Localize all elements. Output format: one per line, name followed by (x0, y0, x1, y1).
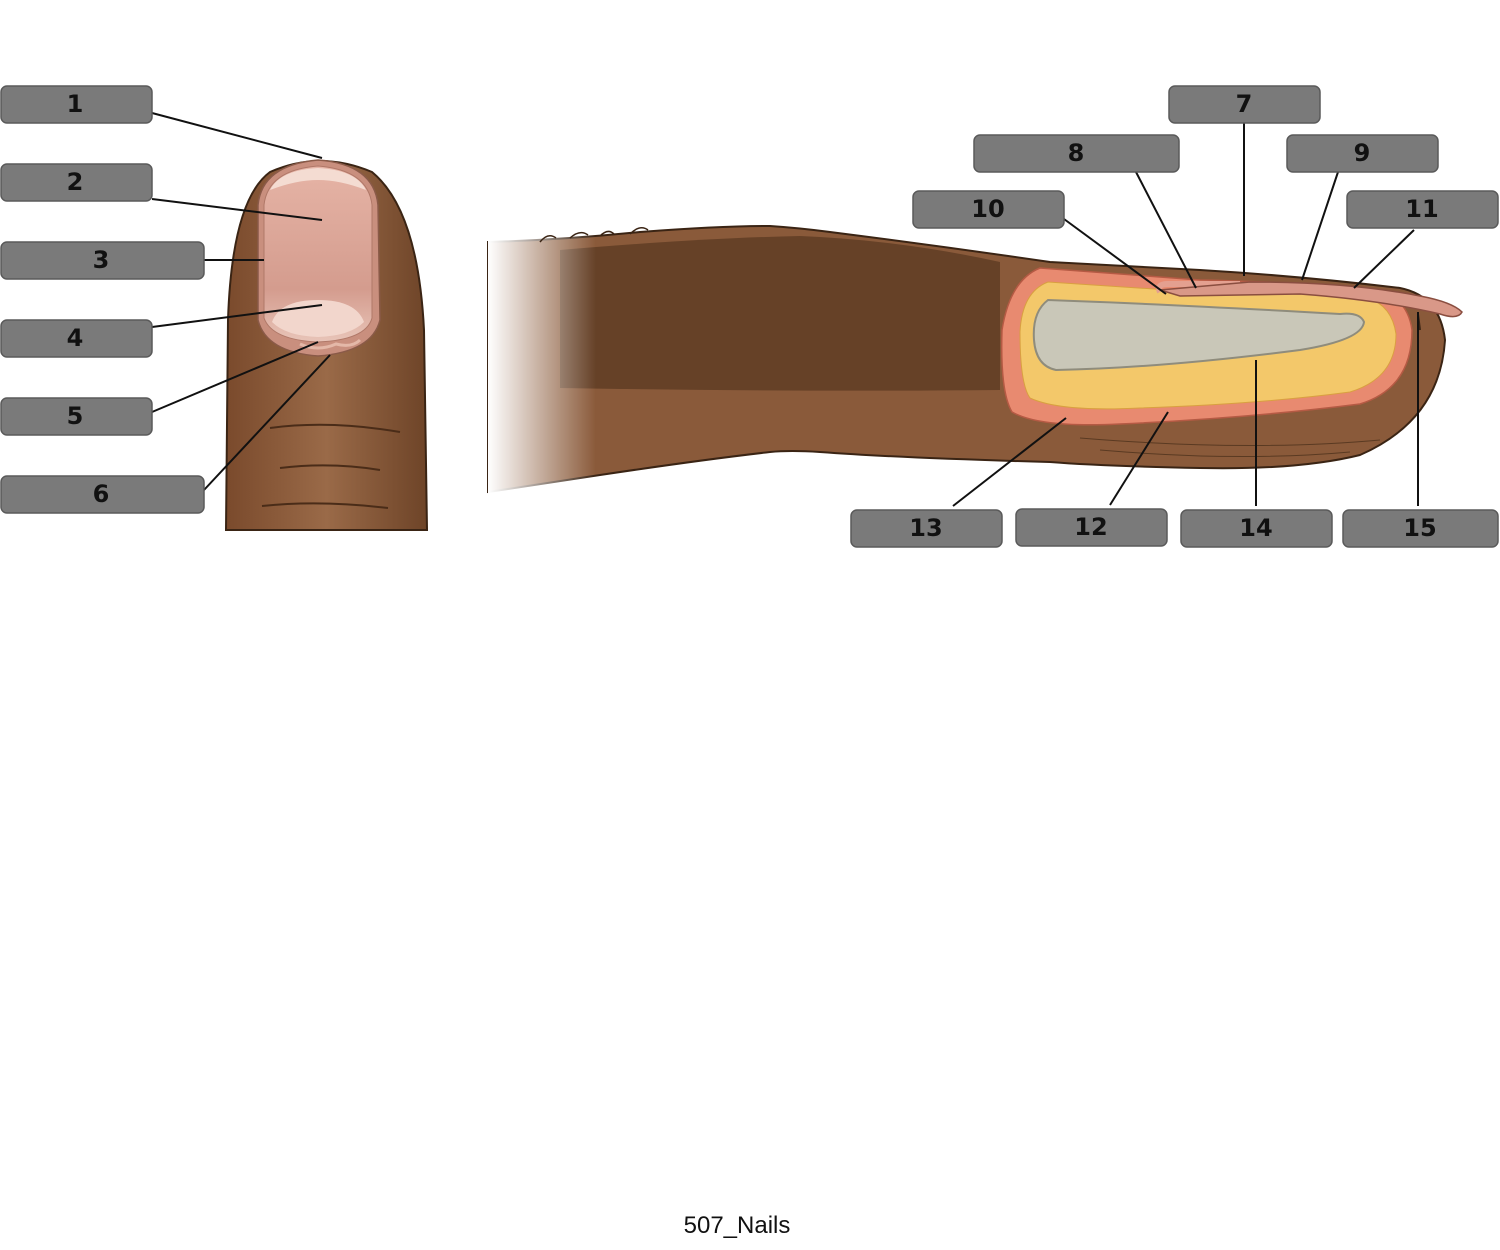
leader-line-12 (1109, 411, 1169, 506)
leader-line-2 (151, 198, 323, 221)
label-text-9: 9 (1354, 139, 1371, 167)
label-text-15: 15 (1403, 514, 1436, 542)
knuckle-crease (261, 502, 389, 509)
label-text-13: 13 (909, 514, 942, 542)
label-text-12: 12 (1074, 513, 1107, 541)
label-box-4[interactable]: 4 (0, 319, 153, 358)
leader-lines (151, 112, 1419, 507)
leader-line-11 (1353, 229, 1415, 289)
nail-plate-section (1159, 281, 1463, 318)
label-box-6[interactable]: 6 (0, 475, 205, 514)
label-box-9[interactable]: 9 (1286, 134, 1439, 173)
leader-line-6 (203, 354, 331, 491)
label-box-5[interactable]: 5 (0, 397, 153, 436)
thumb-front-view (224, 159, 429, 531)
label-box-2[interactable]: 2 (0, 163, 153, 202)
leader-line-8 (1135, 171, 1197, 289)
label-box-11[interactable]: 11 (1346, 190, 1499, 229)
label-text-1: 1 (67, 90, 84, 118)
leader-line-1 (151, 112, 323, 159)
figure-caption: 507_Nails (683, 1212, 791, 1239)
distal-phalanx-bone (1032, 298, 1366, 372)
label-text-10: 10 (971, 195, 1004, 223)
label-text-11: 11 (1405, 195, 1438, 223)
label-box-10[interactable]: 10 (912, 190, 1065, 229)
label-box-15[interactable]: 15 (1342, 509, 1499, 548)
nail-plate (263, 165, 373, 343)
label-box-13[interactable]: 13 (850, 509, 1003, 548)
label-box-3[interactable]: 3 (0, 241, 205, 280)
label-box-14[interactable]: 14 (1180, 509, 1333, 548)
hair (539, 227, 649, 243)
label-boxes: 1 2 3 4 5 6 7 8 (0, 85, 1499, 548)
label-box-7[interactable]: 7 (1168, 85, 1321, 124)
label-text-8: 8 (1068, 139, 1085, 167)
free-edge (270, 168, 366, 190)
label-box-1[interactable]: 1 (0, 85, 153, 124)
label-text-7: 7 (1236, 90, 1253, 118)
knuckle-crease (269, 423, 401, 433)
leader-line-10 (1063, 218, 1167, 295)
label-text-5: 5 (67, 402, 84, 430)
label-box-8[interactable]: 8 (973, 134, 1180, 173)
label-text-14: 14 (1239, 514, 1272, 542)
label-text-6: 6 (93, 480, 110, 508)
finger-section-view (487, 220, 1463, 510)
leader-line-4 (151, 304, 323, 328)
palmar-skin-lines (1079, 437, 1381, 458)
leader-line-5 (151, 341, 319, 413)
cuticle (299, 338, 362, 350)
nail-matrix (1156, 281, 1240, 294)
knuckle-crease (279, 464, 381, 471)
label-box-12[interactable]: 12 (1015, 508, 1168, 547)
leader-line-13 (952, 417, 1067, 507)
label-text-4: 4 (67, 324, 84, 352)
fade-overlay (488, 220, 1088, 510)
label-text-2: 2 (67, 168, 84, 196)
leader-line-9 (1301, 171, 1339, 281)
label-text-3: 3 (93, 246, 110, 274)
